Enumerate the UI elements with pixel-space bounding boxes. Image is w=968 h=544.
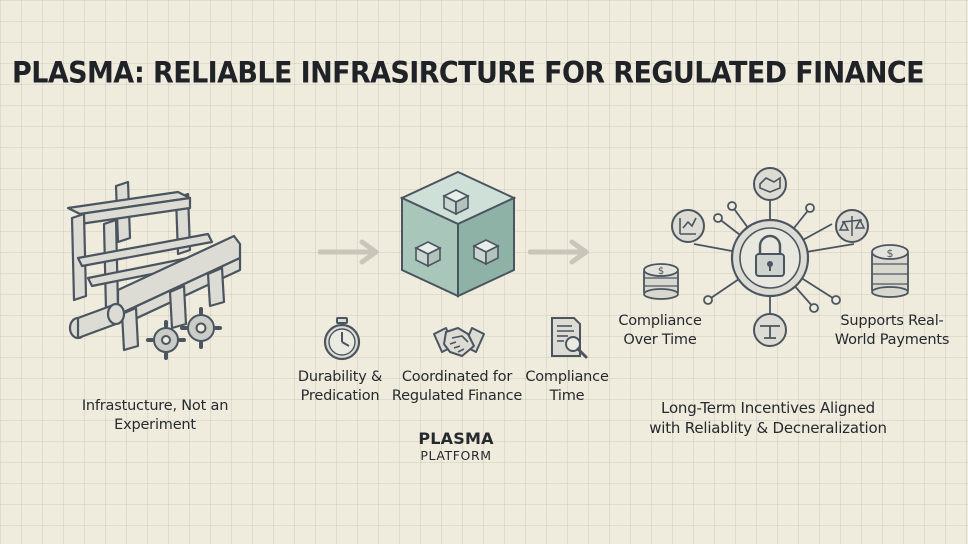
platform-label: PLASMA PLATFORM <box>396 430 516 464</box>
compliance-over-time-label: Compliance Over Time <box>618 313 702 348</box>
scaffold-gears-illustration <box>66 180 242 360</box>
page-title: PLASMA: RELIABLE INFRASIRCTURE FOR REGUL… <box>12 56 924 91</box>
real-world-payments-label: Supports Real- World Payments <box>834 313 950 348</box>
right-caption: Long-Term Incentives Aligned with Reliab… <box>649 399 887 437</box>
left-caption: Infrastucture, Not an Experiment <box>81 398 229 433</box>
arrow-right-icon <box>528 239 589 265</box>
document-magnifier-icon <box>551 317 588 359</box>
handshake-icon <box>433 327 485 357</box>
platform-name: PLASMA <box>418 429 494 448</box>
stopwatch-icon <box>323 317 361 361</box>
incentive-network-diagram: $ $ <box>643 167 909 347</box>
svg-text:$: $ <box>887 247 894 260</box>
platform-subtitle: PLATFORM <box>420 448 492 463</box>
feature-coordinated: Coordinated for Regulated Finance <box>391 369 523 404</box>
svg-text:$: $ <box>658 266 664 277</box>
feature-compliance: Compliance Time <box>525 369 609 404</box>
plasma-cube-icon <box>399 170 517 298</box>
feature-durability: Durability & Predication <box>297 369 383 404</box>
arrow-right-icon <box>318 239 379 265</box>
